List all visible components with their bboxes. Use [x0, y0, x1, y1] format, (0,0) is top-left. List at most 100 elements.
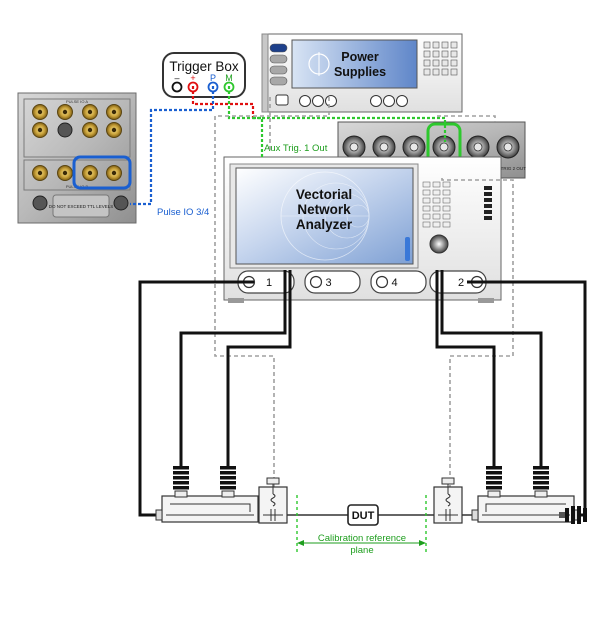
trigger-pin [171, 81, 183, 93]
vna-key [442, 189, 451, 196]
rf-cables [138, 270, 587, 517]
directional-coupler-icon [155, 495, 265, 523]
vna-knob [429, 234, 449, 254]
sma-connector-pin [111, 170, 117, 176]
ps-power-switch [275, 94, 289, 106]
panel-knob [32, 195, 48, 211]
ps-output-terminal [312, 95, 324, 107]
vna-key [422, 181, 431, 188]
ps-keypad-key [432, 68, 440, 76]
vna-port-number: 2 [458, 277, 464, 289]
trigger-pin-label: – [174, 73, 179, 83]
vna-key [442, 181, 451, 188]
ps-keypad-key [432, 59, 440, 67]
trigger-pin-label: + [190, 73, 195, 83]
vna-label-3: Analyzer [296, 217, 353, 232]
vna-led [484, 210, 492, 214]
sma-connector-pin [87, 170, 93, 176]
vna-port-number: 1 [266, 277, 272, 289]
vna-key [422, 213, 431, 220]
pulse-io-highlight [72, 155, 132, 190]
ps-keypad-key [441, 41, 449, 49]
cal-ref-label-2: plane [350, 545, 373, 556]
ps-side-button [269, 65, 288, 75]
ps-keypad-key [423, 41, 431, 49]
cal-ref-label-1: Calibration reference [318, 533, 406, 544]
vna-key [442, 221, 451, 228]
vna-key [442, 205, 451, 212]
ps-keypad-key [441, 59, 449, 67]
panel-knob [113, 195, 129, 211]
trigger-box-label: Trigger Box [169, 59, 239, 74]
bnc-connector-label: AUX TRIG 2 OUT [490, 166, 526, 171]
vna-port-connector [375, 275, 389, 289]
vna-led [484, 216, 492, 220]
directional-coupler-icon [471, 495, 581, 523]
trigger-pin-label: M [225, 73, 233, 83]
bnc-connector-center [409, 142, 419, 152]
termination-load-icon [559, 506, 587, 524]
ps-keypad-key [441, 50, 449, 58]
bnc-connector-center [379, 142, 389, 152]
vna-key [422, 221, 431, 228]
aux-trig-label: Aux Trig. 1 Out [264, 143, 328, 154]
vna-led [484, 186, 492, 190]
vna-key [432, 197, 441, 204]
vna-port-3 [304, 270, 361, 294]
ps-keypad-key [423, 68, 431, 76]
sma-connector-pin [37, 127, 43, 133]
coupler-port-connector [173, 466, 189, 498]
ps-output-terminal [396, 95, 408, 107]
ps-side-button [269, 54, 288, 64]
ps-keypad-key [450, 50, 458, 58]
sma-connector-pin [62, 170, 68, 176]
ps-output-terminal [325, 95, 337, 107]
calibration-reference-plane: Calibration reference plane [296, 495, 427, 556]
ps-side-button [269, 43, 288, 53]
ps-output-terminal [299, 95, 311, 107]
ps-keypad-key [423, 59, 431, 67]
ps-output-terminal [370, 95, 382, 107]
vna-key [442, 213, 451, 220]
ps-keypad-key [423, 50, 431, 58]
vna-key [422, 205, 431, 212]
bnc-connector-center [349, 142, 359, 152]
vna-key [432, 221, 441, 228]
vna-key [432, 205, 441, 212]
ps-keypad-key [450, 59, 458, 67]
sma-connector-pin [62, 109, 68, 115]
warning-plate [52, 194, 110, 218]
bnc-connector-center [439, 142, 449, 152]
sma-connector-pin [87, 127, 93, 133]
sma-connector-pin [111, 109, 117, 115]
vna-label-1: Vectorial [296, 187, 352, 202]
power-supply-icon: Power Supplies [261, 33, 463, 113]
vna-port-connector [309, 275, 323, 289]
vna-key [442, 197, 451, 204]
ps-keypad-key [432, 50, 440, 58]
pulse-io-label: Pulse IO 3/4 [157, 207, 209, 218]
coupler-port-connector [533, 466, 549, 498]
vna-key [422, 197, 431, 204]
ps-keypad-key [432, 41, 440, 49]
vna-key [422, 189, 431, 196]
power-supplies-label-1: Power [341, 50, 379, 64]
ps-output-terminal [383, 95, 395, 107]
sma-connector-pin [111, 127, 117, 133]
vna-key [432, 189, 441, 196]
panel-label: PULSE IO A [66, 99, 88, 104]
bnc-connector-center [473, 142, 483, 152]
ps-keypad-key [450, 41, 458, 49]
bnc-connector-center [503, 142, 513, 152]
dc-bias-wiring [214, 97, 514, 490]
smith-chart [280, 171, 370, 261]
ps-side-button [269, 76, 288, 86]
panel-knob [57, 122, 73, 138]
coupler-port-connector [220, 466, 236, 498]
sma-connector-pin [37, 109, 43, 115]
vna-key [432, 181, 441, 188]
coupler-port-connector [486, 466, 502, 498]
bias-tee-icon [433, 477, 463, 524]
